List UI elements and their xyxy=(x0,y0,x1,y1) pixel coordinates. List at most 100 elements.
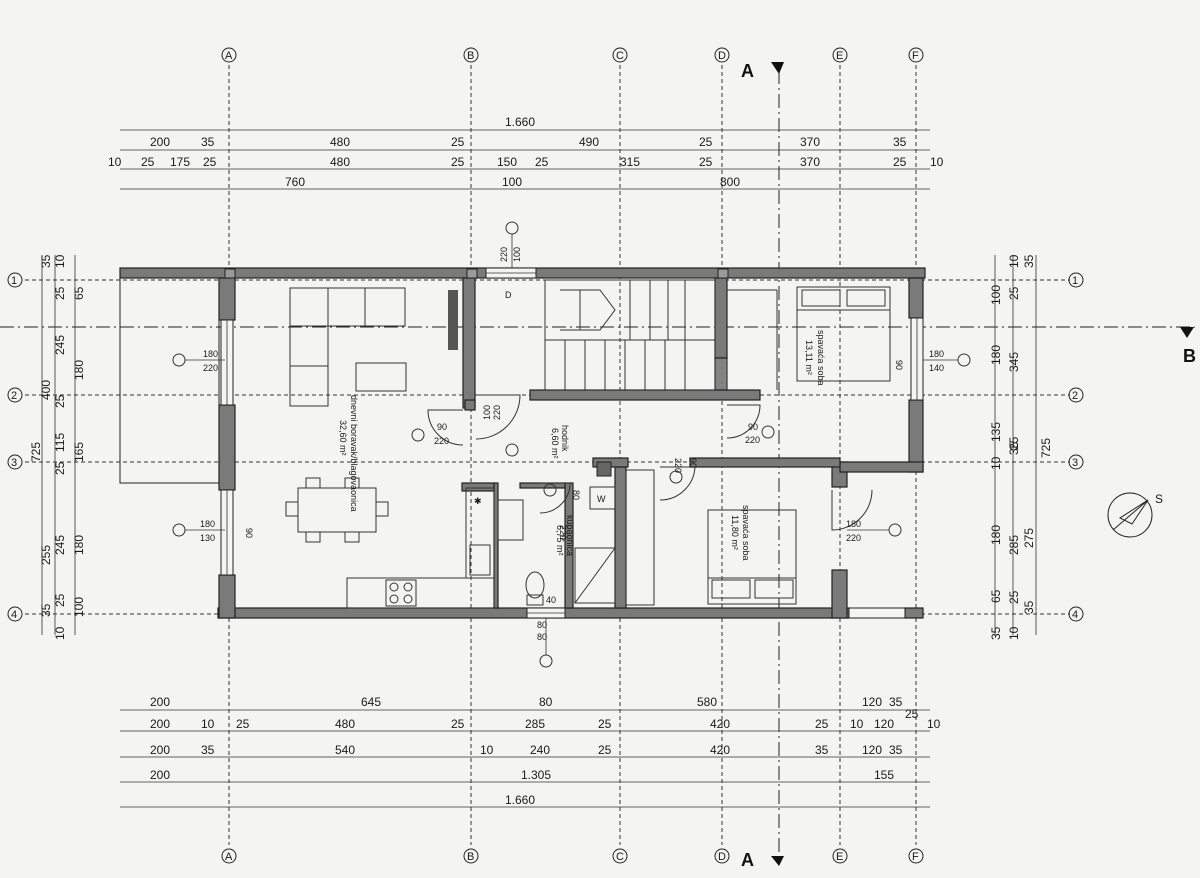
dim-bot-r3-8: 120 xyxy=(862,743,882,757)
column-grid-lines xyxy=(228,65,917,845)
walls xyxy=(119,267,926,619)
dim-top-r2-7: 35 xyxy=(893,135,907,149)
axis-right-4: 4 xyxy=(1072,609,1078,621)
wall-c-lower xyxy=(614,466,627,609)
dim-top-r3-3: 25 xyxy=(203,155,217,169)
tag-wl-bot: 220 xyxy=(203,363,218,373)
dim-right-8: 25 xyxy=(1007,436,1021,450)
dim-bot-r1-3: 580 xyxy=(697,695,717,709)
axis-right-2: 2 xyxy=(1072,390,1078,402)
axis-bubbles-bottom: A B C D E F xyxy=(221,848,924,864)
section-b-arrow xyxy=(1180,327,1194,338)
wall-row3-d xyxy=(689,457,841,468)
dim-top-r3-9: 25 xyxy=(699,155,713,169)
dim-bot-r2-12: 10 xyxy=(927,717,941,731)
wall-a-lower xyxy=(218,574,236,619)
washer xyxy=(589,486,616,510)
axis-left-1: 1 xyxy=(11,275,17,287)
toilet xyxy=(525,571,545,599)
tag-dh-top: 100 xyxy=(482,405,492,420)
dim-top-r3-11: 25 xyxy=(893,155,907,169)
dim-top-r3-2: 175 xyxy=(170,155,190,169)
room-bed2-name: spavaća soba xyxy=(741,505,751,561)
axis-top-a: A xyxy=(225,50,233,62)
dim-top-r3-7: 25 xyxy=(535,155,549,169)
room-living-area: 32,60 m² xyxy=(338,420,348,456)
dim-right-4: 180 xyxy=(989,345,1003,365)
tag-wba2: 80 xyxy=(537,632,547,642)
axis-right-3: 3 xyxy=(1072,457,1078,469)
dim-left-2: 25 xyxy=(53,286,67,300)
dim-bot-r2-7: 420 xyxy=(710,717,730,731)
dim-right-5: 345 xyxy=(1007,352,1021,372)
axis-top-d: D xyxy=(718,50,726,62)
tag-wba-bot: 80 xyxy=(537,620,547,630)
dim-bot-r3-9: 35 xyxy=(889,743,903,757)
dim-bot-r3-6: 420 xyxy=(710,743,730,757)
section-label-a-top: A xyxy=(741,61,754,81)
section-a-bottom-arrow xyxy=(771,856,784,866)
dim-top-r3-12: 10 xyxy=(930,155,944,169)
dim-left-9: 25 xyxy=(53,461,67,475)
dim-bot-r4-2: 155 xyxy=(874,768,894,782)
dim-right-3: 100 xyxy=(989,285,1003,305)
room-hall-name: hodnik xyxy=(560,425,570,452)
dim-right-11: 180 xyxy=(989,525,1003,545)
axis-top-c: C xyxy=(616,50,624,62)
dim-bot-r3-2: 540 xyxy=(335,743,355,757)
dim-top-r2-3: 25 xyxy=(451,135,465,149)
wall-a-mid xyxy=(218,404,236,491)
axis-bubbles-left: 1 2 3 4 xyxy=(7,272,23,622)
dim-left-12: 255 xyxy=(39,545,53,565)
wall-row2-center xyxy=(529,389,761,401)
shower xyxy=(574,547,616,604)
right-dimension-labels: 35 10 25 100 180 345 35 135 25 10 725 18… xyxy=(989,254,1053,640)
bed-1 xyxy=(796,286,891,382)
dim-left-3: 65 xyxy=(72,286,86,300)
dim-bot-r3-1: 35 xyxy=(201,743,215,757)
dim-right-7: 135 xyxy=(989,422,1003,442)
tag-wba-top: 40 xyxy=(546,595,556,605)
dim-top-r3-5: 25 xyxy=(451,155,465,169)
axis-left-3: 3 xyxy=(11,457,17,469)
wall-b-corner xyxy=(464,399,476,411)
coffee-table xyxy=(355,362,407,392)
axis-left-2: 2 xyxy=(11,390,17,402)
dim-top-r2-5: 25 xyxy=(699,135,713,149)
dim-bot-r2-0: 200 xyxy=(150,717,170,731)
wall-bottom-right xyxy=(904,607,924,619)
wall-f-mid xyxy=(908,399,924,473)
dim-left-5: 180 xyxy=(72,360,86,380)
dim-top-r4-0: 760 xyxy=(285,175,305,189)
staircase: D xyxy=(505,279,716,391)
dim-left-11: 725 xyxy=(29,442,43,462)
washer-mark: W xyxy=(597,494,606,504)
dim-top-r2-2: 480 xyxy=(330,135,350,149)
dim-bot-r2-2: 25 xyxy=(236,717,250,731)
wall-f-upper xyxy=(908,277,924,319)
opening-tags: 100 220 180 220 180 130 90 90 220 100 22… xyxy=(172,221,971,668)
dim-bot-r3-7: 35 xyxy=(815,743,829,757)
axis-bottom-d: D xyxy=(718,851,726,863)
sofa-back xyxy=(289,287,406,327)
dim-right-14: 65 xyxy=(989,589,1003,603)
bed1-furniture xyxy=(727,286,891,390)
axis-bottom-c: C xyxy=(616,851,624,863)
dim-left-6: 400 xyxy=(39,380,53,400)
dim-bot-r3-0: 200 xyxy=(150,743,170,757)
stair-direction-mark: D xyxy=(505,290,512,300)
wall-kitchen-top xyxy=(461,482,495,492)
room-bed2-area: 11,80 m² xyxy=(730,515,740,550)
tag-ws-bot: 220 xyxy=(499,247,509,262)
tag-wb1-bot: 140 xyxy=(929,363,944,373)
dim-top-r2-0: 200 xyxy=(150,135,170,149)
tag-wl3: 90 xyxy=(244,528,254,538)
dim-right-12: 285 xyxy=(1007,535,1021,555)
tag-dh-bot: 220 xyxy=(492,405,502,420)
windows xyxy=(220,267,924,619)
tag-wl2-bot: 130 xyxy=(200,533,215,543)
wall-b-upper xyxy=(462,277,476,409)
cooktop xyxy=(385,579,417,607)
dining-table xyxy=(297,487,377,533)
